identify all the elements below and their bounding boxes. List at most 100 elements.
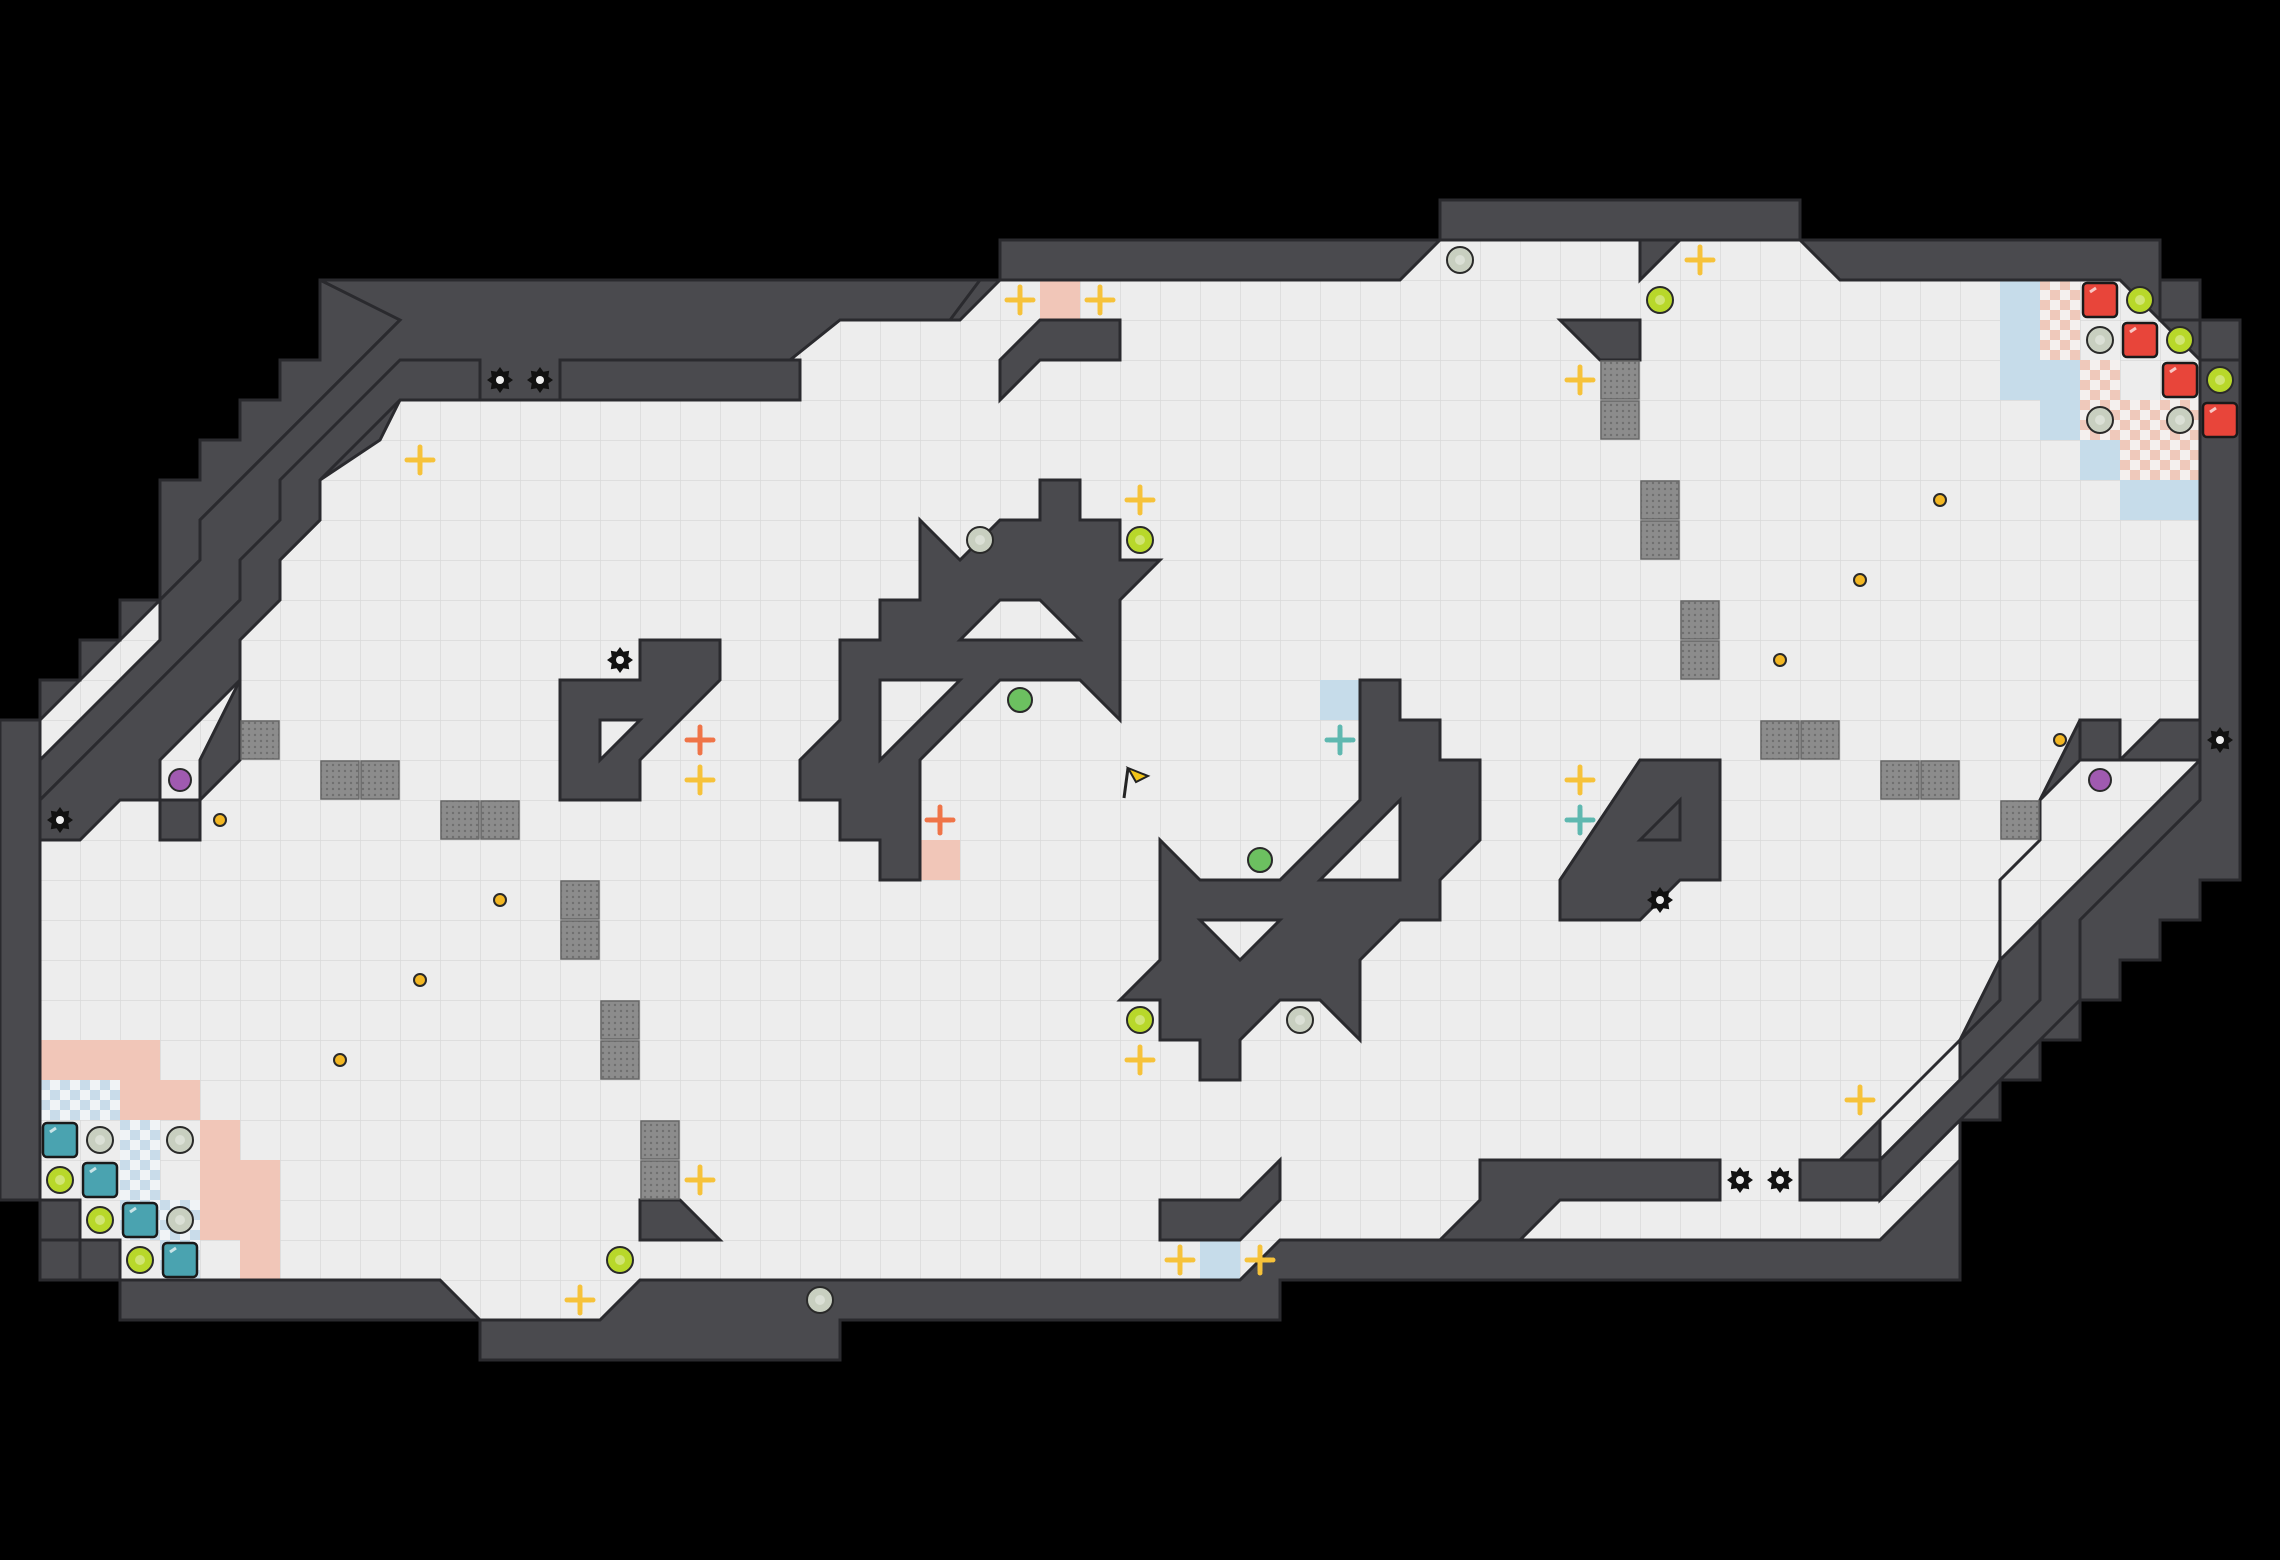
crates xyxy=(240,360,2040,1200)
wall-segment xyxy=(1556,318,1642,362)
metal-crate-icon xyxy=(1640,520,1680,560)
team-spawn-icon xyxy=(161,1241,199,1279)
items xyxy=(41,244,2239,1316)
boost-pad-icon xyxy=(1564,364,1596,396)
coin-icon xyxy=(2053,733,2067,747)
team-spawn-icon xyxy=(2081,281,2119,319)
metal-crate-icon xyxy=(1920,760,1960,800)
metal-crate-icon xyxy=(560,880,600,920)
energy-gem-icon xyxy=(2126,286,2154,314)
energy-gem-icon xyxy=(1286,1006,1314,1034)
spike-mine-icon xyxy=(2207,727,2233,753)
coin-icon xyxy=(333,1053,347,1067)
team-spawn-icon xyxy=(2161,361,2199,399)
boost-pad-icon xyxy=(684,764,716,796)
energy-gem-icon xyxy=(46,1166,74,1194)
metal-crate-icon xyxy=(640,1120,680,1160)
metal-crate-icon xyxy=(240,720,280,760)
boost-pad-icon xyxy=(404,444,436,476)
coin-icon xyxy=(413,973,427,987)
boost-pad-icon xyxy=(1084,284,1116,316)
wall-segment xyxy=(1436,1158,1722,1242)
energy-gem-icon xyxy=(2166,406,2194,434)
energy-gem-icon xyxy=(166,1126,194,1154)
wall-block xyxy=(38,1198,82,1242)
boost-pad-icon xyxy=(684,724,716,756)
energy-gem-icon xyxy=(86,1206,114,1234)
metal-crate-icon xyxy=(480,800,520,840)
metal-crate-icon xyxy=(1600,400,1640,440)
spike-mine-icon xyxy=(527,367,553,393)
wall-segment xyxy=(1116,678,1482,1082)
energy-gem-icon xyxy=(2166,326,2194,354)
flag-icon xyxy=(1122,766,1151,799)
coin-icon xyxy=(1853,573,1867,587)
energy-gem-icon xyxy=(806,1286,834,1314)
metal-crate-icon xyxy=(600,1000,640,1040)
boost-pad-icon xyxy=(1004,284,1036,316)
wall-segment xyxy=(1158,1156,1282,1242)
energy-gem-icon xyxy=(2086,326,2114,354)
energy-gem-icon xyxy=(1126,526,1154,554)
energy-gem-icon xyxy=(606,1246,634,1274)
wall-segment xyxy=(2116,718,2202,762)
metal-crate-icon xyxy=(1600,360,1640,400)
wall-segment xyxy=(1558,758,1722,922)
team-spawn-icon xyxy=(41,1121,79,1159)
boost-pad-icon xyxy=(684,1164,716,1196)
wall-block xyxy=(2198,318,2242,362)
metal-crate-icon xyxy=(1880,760,1920,800)
wall-segment xyxy=(38,358,482,842)
team-spawn-icon xyxy=(2201,401,2239,439)
boost-pad-icon xyxy=(1124,484,1156,516)
spike-mine-icon xyxy=(47,807,73,833)
team-spawn-icon xyxy=(2121,321,2159,359)
spike-mine-icon xyxy=(1647,887,1673,913)
wall-block xyxy=(78,1238,122,1282)
boost-pad-icon xyxy=(1124,1044,1156,1076)
metal-crate-icon xyxy=(1640,480,1680,520)
boost-pad-icon xyxy=(564,1284,596,1316)
coin-icon xyxy=(213,813,227,827)
coin-icon xyxy=(1773,653,1787,667)
wall-segment xyxy=(558,358,802,402)
wall-segment xyxy=(558,638,722,802)
metal-crate-icon xyxy=(360,760,400,800)
metal-crate-icon xyxy=(1680,600,1720,640)
spike-mine-icon xyxy=(487,367,513,393)
wall-segment xyxy=(1836,718,2202,1204)
wall-block xyxy=(158,798,202,842)
team-spawn-icon xyxy=(81,1161,119,1199)
boost-pad-icon xyxy=(1844,1084,1876,1116)
metal-crate-icon xyxy=(2000,800,2040,840)
energy-gem-icon xyxy=(86,1126,114,1154)
wall-segment xyxy=(798,478,1164,882)
wall-segment xyxy=(638,1198,724,1242)
team-spawn-icon xyxy=(121,1201,159,1239)
metal-crate-icon xyxy=(600,1040,640,1080)
spawn-pad xyxy=(1200,1240,1240,1280)
boost-pad-icon xyxy=(924,804,956,836)
wall-block xyxy=(2158,278,2202,322)
spawn-pad xyxy=(920,840,960,880)
metal-crate-icon xyxy=(640,1160,680,1200)
energy-gem-icon xyxy=(1126,1006,1154,1034)
power-orb-icon xyxy=(1007,687,1033,713)
metal-crate-icon xyxy=(560,920,600,960)
boost-pad-icon xyxy=(1244,1244,1276,1276)
wall-block xyxy=(2078,718,2122,762)
spawn-pad xyxy=(1040,280,1080,320)
wall-segment xyxy=(1638,238,1684,284)
spike-mine-icon xyxy=(1727,1167,1753,1193)
coin-icon xyxy=(493,893,507,907)
power-orb-icon xyxy=(168,768,192,792)
energy-gem-icon xyxy=(166,1206,194,1234)
spawn-pad xyxy=(1320,680,1360,720)
boost-pad-icon xyxy=(1684,244,1716,276)
metal-crate-icon xyxy=(440,800,480,840)
metal-crate-icon xyxy=(1760,720,1800,760)
energy-gem-icon xyxy=(966,526,994,554)
spike-mine-icon xyxy=(607,647,633,673)
